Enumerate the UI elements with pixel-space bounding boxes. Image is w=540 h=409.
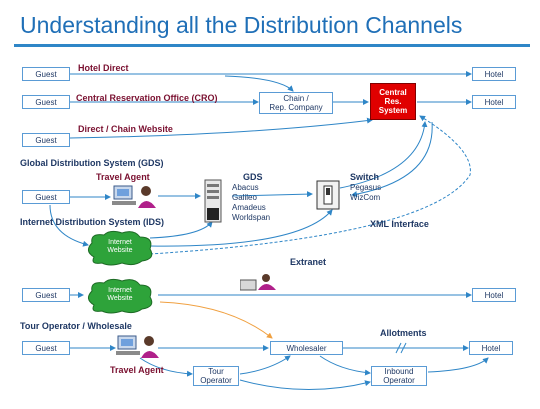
gds-vendor-worldspan: Worldspan	[232, 213, 271, 222]
hotel-box-3: Hotel	[472, 288, 516, 302]
switch-vendor-list: Pegasus WizCom	[350, 183, 381, 203]
wholesaler-box: Wholesaler	[270, 341, 343, 355]
inbound-to-hotel	[427, 357, 489, 373]
direct-chain-line	[69, 117, 373, 139]
website-to-gds	[149, 221, 213, 239]
gds-server-icon	[204, 179, 222, 223]
cloud-1-line-1: Internet	[108, 239, 132, 246]
direct-chain-website-label: Direct / Chain Website	[78, 124, 173, 134]
inbound-operator-line-2: Operator	[383, 376, 415, 385]
tour-operator-section-label: Tour Operator / Wholesale	[20, 321, 132, 331]
extranet-label: Extranet	[290, 257, 327, 267]
travel-agent-label-2: Travel Agent	[110, 365, 164, 375]
tour-operator-to-inbound	[239, 379, 371, 390]
hotel-box-1: Hotel	[472, 67, 516, 81]
tour-operator-line-1: Tour	[208, 367, 224, 376]
allotments-slash-1	[395, 342, 402, 354]
switch-label: Switch	[350, 172, 380, 182]
extranet-person-icon	[240, 274, 276, 291]
cloud-2-line-2: Website	[107, 295, 133, 302]
central-line-1: Central	[379, 88, 407, 97]
central-line-3: System	[378, 106, 408, 115]
travel-agent-label-1: Travel Agent	[96, 172, 150, 182]
cro-label: Central Reservation Office (CRO)	[76, 93, 218, 103]
guest-box-hotel-direct: Guest	[22, 67, 70, 81]
central-res-system-box: Central Res. System	[370, 83, 416, 120]
central-to-switch	[351, 121, 433, 198]
gds-vendor-abacus: Abacus	[232, 183, 259, 192]
cloud-1-line-2: Website	[107, 247, 133, 254]
allotments-label: Allotments	[380, 328, 427, 338]
switch-vendor-pegasus: Pegasus	[350, 183, 382, 192]
allotments-slash-2	[400, 342, 407, 354]
guest-box-direct-web: Guest	[22, 133, 70, 147]
travel-agent-computer-icon	[112, 185, 156, 208]
gds-to-switch	[231, 191, 313, 198]
website-to-wholesaler-orange	[159, 301, 273, 339]
ids-section-label: Internet Distribution System (IDS)	[20, 217, 165, 227]
guest-box-cro: Guest	[22, 95, 70, 109]
website-to-switch	[149, 209, 333, 247]
gds-vendor-list: Abacus Galileo Amadeus Worldspan	[232, 183, 270, 223]
cloud-2-line-1: Internet	[108, 287, 132, 294]
gds-section-label: Global Distribution System (GDS)	[20, 158, 164, 168]
internet-website-cloud-1-text: Internet Website	[90, 239, 150, 255]
hotel-box-2: Hotel	[472, 95, 516, 109]
gds-vendor-galileo: Galileo	[232, 193, 257, 202]
hotel-direct-branch	[224, 75, 294, 92]
hotel-box-4: Hotel	[469, 341, 513, 355]
tour-operator-line-2: Operator	[200, 376, 232, 385]
wholesaler-to-inbound	[319, 355, 371, 376]
guest-box-tour: Guest	[22, 341, 70, 355]
title-rule	[14, 44, 530, 47]
page-title: Understanding all the Distribution Chann…	[20, 12, 463, 38]
travel-agent-to-tour-operator	[139, 357, 193, 377]
inbound-operator-line-1: Inbound	[384, 367, 414, 376]
chain-line-1: Chain /	[283, 94, 309, 103]
switch-to-central	[339, 121, 428, 189]
gds-vendor-amadeus: Amadeus	[232, 203, 266, 212]
tour-operator-to-wholesaler	[239, 355, 291, 375]
tour-operator-box: Tour Operator	[193, 366, 239, 386]
chain-rep-company-box: Chain / Rep. Company	[259, 92, 333, 114]
travel-agent-computer-icon-2	[116, 335, 159, 358]
xml-interface-line	[149, 115, 471, 255]
guest-box-extranet: Guest	[22, 288, 70, 302]
inbound-operator-box: Inbound Operator	[371, 366, 427, 386]
xml-interface-label: XML Interface	[370, 219, 429, 229]
central-line-2: Res.	[384, 97, 402, 106]
chain-line-2: Rep. Company	[269, 103, 323, 112]
gds-label: GDS	[243, 172, 263, 182]
guest-box-gds: Guest	[22, 190, 70, 204]
switch-vendor-wizcom: WizCom	[350, 193, 381, 202]
guest-to-internet-website	[49, 204, 89, 247]
internet-website-cloud-2	[88, 278, 153, 314]
hotel-direct-label: Hotel Direct	[78, 63, 129, 73]
switch-device-icon	[316, 180, 340, 210]
internet-website-cloud-2-text: Internet Website	[90, 287, 150, 303]
internet-website-cloud-1	[88, 230, 153, 266]
